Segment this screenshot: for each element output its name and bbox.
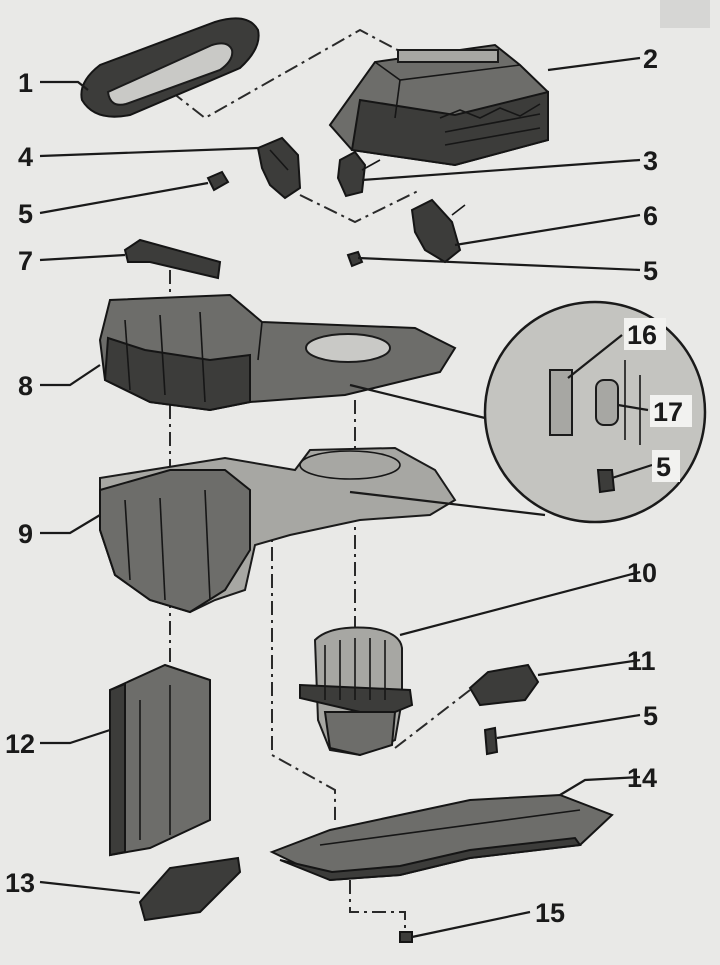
label-6: 6 bbox=[643, 201, 658, 231]
label-5-inset-box bbox=[652, 450, 680, 482]
bottom-cover-part bbox=[269, 793, 614, 882]
screw-part bbox=[483, 726, 499, 756]
label-10: 10 bbox=[627, 558, 657, 588]
gasket-frame-part bbox=[80, 17, 260, 118]
label-16-box bbox=[624, 318, 666, 350]
label-2: 2 bbox=[643, 44, 658, 74]
label-9: 9 bbox=[18, 519, 33, 549]
screw-part bbox=[399, 931, 413, 943]
detail-inset bbox=[349, 300, 707, 524]
label-16: 16 bbox=[627, 320, 657, 350]
upper-housing-part bbox=[98, 293, 457, 412]
lower-housing-part bbox=[99, 446, 457, 614]
label-7: 7 bbox=[18, 246, 33, 276]
distribution-housing-part bbox=[328, 43, 549, 167]
label-17: 17 bbox=[653, 397, 683, 427]
label-17-box bbox=[650, 395, 692, 427]
blower-motor-part bbox=[299, 626, 414, 757]
actuator-part-3 bbox=[336, 150, 381, 198]
label-5-inset: 5 bbox=[656, 452, 671, 482]
bracket-part bbox=[123, 238, 222, 280]
label-4: 4 bbox=[18, 142, 33, 172]
label-3: 3 bbox=[643, 146, 658, 176]
filter-cover-part bbox=[138, 856, 242, 922]
label-5-upper-right: 5 bbox=[643, 256, 658, 286]
label-15: 15 bbox=[535, 898, 565, 928]
actuator-motor-left-part bbox=[256, 136, 302, 200]
label-12: 12 bbox=[5, 729, 35, 759]
leader-lines bbox=[39, 56, 653, 939]
label-1: 1 bbox=[18, 68, 33, 98]
filter-part bbox=[109, 663, 211, 857]
resistor-part bbox=[468, 663, 540, 707]
label-11: 11 bbox=[627, 646, 656, 676]
label-5-lower-right: 5 bbox=[643, 701, 658, 731]
actuator-part-6 bbox=[410, 198, 466, 264]
label-8: 8 bbox=[18, 371, 33, 401]
corner-patch bbox=[660, 0, 710, 28]
label-14: 14 bbox=[627, 763, 657, 793]
label-13: 13 bbox=[5, 868, 35, 898]
screw-part bbox=[206, 170, 364, 268]
label-5-left: 5 bbox=[18, 199, 33, 229]
callout-labels: 1 2 3 4 5 6 5 7 8 9 10 11 5 12 14 13 15 … bbox=[5, 44, 692, 928]
